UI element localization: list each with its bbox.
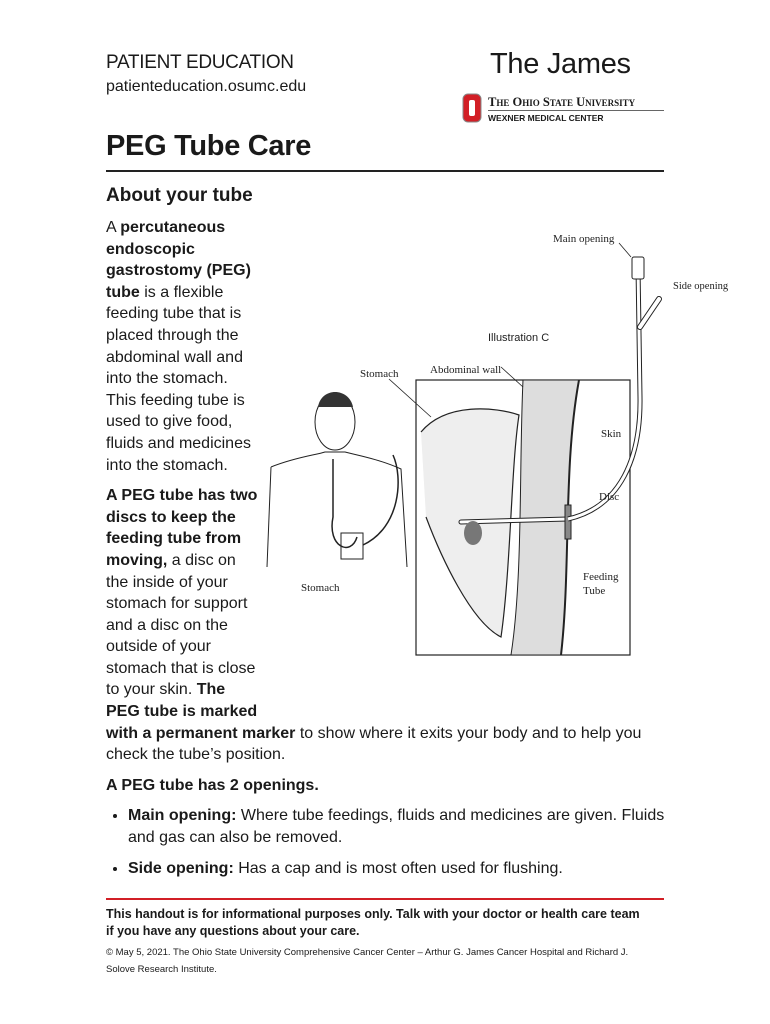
emphasis: The PEG tube is marked with a permanent … xyxy=(106,681,296,742)
internal-disc xyxy=(464,521,482,545)
small-tube-site xyxy=(340,532,364,560)
bullet-text: Where tube feedings, fluids and medicine… xyxy=(128,807,665,847)
bullet-text: Has a cap and is most often used for flu… xyxy=(233,859,563,877)
logo-divider xyxy=(488,110,664,111)
term-peg: percutaneous endoscopic gastrostomy (PEG… xyxy=(106,219,251,301)
figure-caption: Illustration C xyxy=(488,332,549,344)
text: to show where it exits your body and to … xyxy=(106,724,642,764)
section-heading: About your tube xyxy=(106,185,253,206)
openings-heading: A PEG tube has 2 openings. xyxy=(106,776,319,794)
footer-divider xyxy=(106,898,664,900)
section-label: PATIENT EDUCATION xyxy=(106,52,294,73)
label-stomach-top: Stomach xyxy=(360,368,399,380)
main-content: Main opening Side opening Illustration C… xyxy=(106,217,729,888)
label-abdominal-wall: Abdominal wall xyxy=(430,364,501,376)
discs-paragraph: A PEG tube has two discs to keep the fee… xyxy=(106,485,666,766)
intro-paragraph: A percutaneous endoscopic gastrostomy (P… xyxy=(106,217,666,476)
external-disc xyxy=(564,504,572,540)
bullet-label: Side opening: xyxy=(128,859,234,877)
label-main-opening: Main opening xyxy=(553,233,615,245)
page-title: PEG Tube Care xyxy=(106,130,312,162)
peg-tube-illustration: Main opening Side opening Illustration C… xyxy=(261,217,729,705)
label-feeding-visible: Feeding xyxy=(583,571,619,583)
label-tube: Tube xyxy=(583,585,605,597)
university-name: The Ohio State University xyxy=(488,95,636,109)
openings-list: Main opening: Where tube feedings, fluid… xyxy=(106,805,666,879)
copyright: © May 5, 2021. The Ohio State University… xyxy=(106,947,629,975)
person-torso xyxy=(266,451,408,568)
list-item: Side opening: Has a cap and is most ofte… xyxy=(128,858,666,880)
website-link[interactable]: patienteducation.osumc.edu xyxy=(106,78,307,95)
label-stomach-body: Stomach xyxy=(301,582,340,594)
text: is a flexible feeding tube that is place… xyxy=(106,283,251,474)
text: a disc on the inside of your stomach for… xyxy=(106,551,256,699)
list-item: Main opening: Where tube feedings, fluid… xyxy=(128,805,666,848)
main-opening-port xyxy=(631,256,645,280)
block-o-logo-icon xyxy=(462,93,482,123)
label-side-opening: Side opening xyxy=(673,281,729,292)
bullet-label: Main opening: xyxy=(128,807,237,825)
header-left: PATIENT EDUCATION patienteducation.osumc… xyxy=(106,52,306,96)
title-divider xyxy=(106,170,664,172)
label-disc-visible: Disc xyxy=(599,491,619,503)
brand-name: The James xyxy=(490,48,631,80)
medical-center-name: WEXNER MEDICAL CENTER xyxy=(488,113,604,123)
emphasis: A PEG tube has two discs to keep the fee… xyxy=(106,487,258,569)
illustration-svg: Main opening Side opening Illustration C… xyxy=(266,233,729,656)
esophagus-stomach xyxy=(331,459,358,549)
text: A xyxy=(106,219,121,236)
label-skin: Skin xyxy=(601,428,622,440)
disclaimer: This handout is for informational purpos… xyxy=(106,907,640,938)
